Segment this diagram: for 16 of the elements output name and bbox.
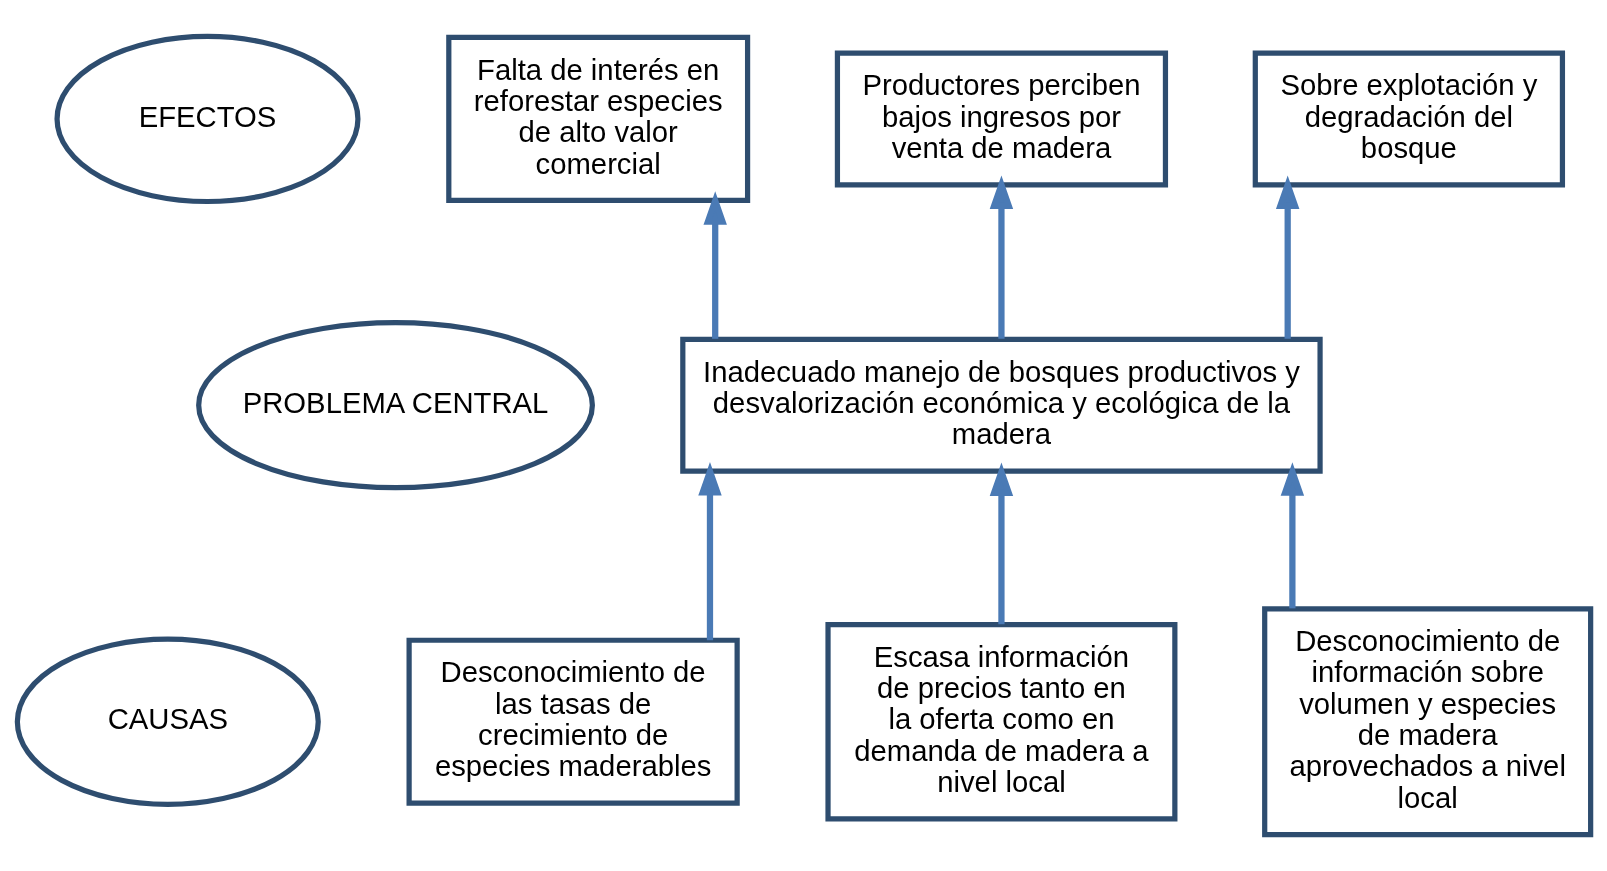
node-ellipse: EFECTOS bbox=[53, 33, 361, 205]
node-box: Sobre explotación y degradación del bosque bbox=[1252, 50, 1565, 188]
arrow bbox=[1275, 175, 1299, 339]
arrow bbox=[989, 175, 1013, 339]
node-box: Inadecuado manejo de bosques productivos y desvalorización económica y ecológica de la madera bbox=[679, 336, 1323, 474]
node-box: Desconocimiento de las tasas de crecimiento de especies maderables bbox=[406, 637, 740, 806]
arrow bbox=[1280, 462, 1304, 609]
node-box: Escasa información de precios tanto en la oferta como en demanda de madera a nivel local bbox=[824, 622, 1177, 822]
node-box: Productores perciben bajos ingresos por venta de madera bbox=[834, 50, 1168, 188]
arrow bbox=[697, 462, 722, 641]
node-box: Falta de interés en reforestar especies de alto valor comercial bbox=[445, 34, 750, 204]
node-ellipse: CAUSAS bbox=[14, 636, 321, 807]
arrow bbox=[702, 191, 727, 339]
node-ellipse: PROBLEMA CENTRAL bbox=[195, 320, 595, 491]
node-box: Desconocimiento de información sobre volumen y especies de madera aprovechados a nivel local bbox=[1261, 606, 1593, 838]
arrow bbox=[989, 462, 1013, 625]
